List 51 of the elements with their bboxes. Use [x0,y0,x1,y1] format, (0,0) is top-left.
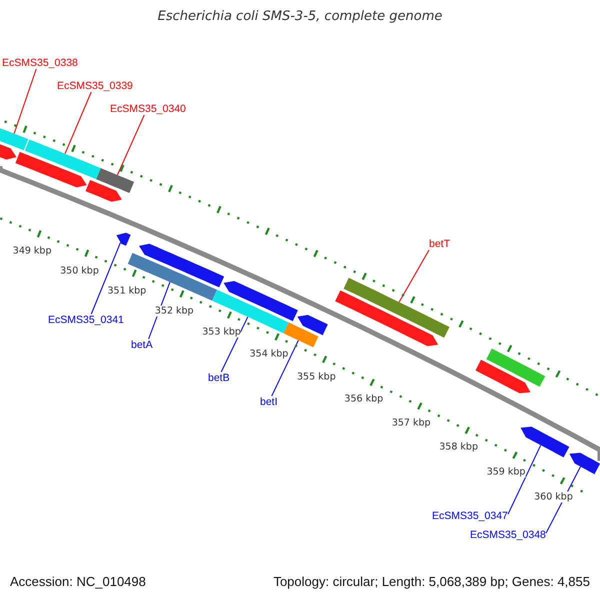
leader-line [90,242,121,314]
gene-feature [569,452,600,474]
gene-label: EcSMS35_0340 [110,103,186,115]
scale-label: 351 kbp [108,285,146,296]
gene-label: EcSMS35_0348 [470,529,546,541]
map-title: Escherichia coli SMS-3-5, complete genome [156,9,444,24]
scale-label: 354 kbp [250,348,288,360]
gene-feature [335,290,438,346]
gene-label: betI [260,396,278,408]
gene-feature [0,142,16,160]
scale-label: 359 kbp [486,466,526,478]
scale-label: 356 kbp [344,394,384,405]
leader-line [508,444,542,515]
gene-label: betB [208,372,230,384]
gene-feature [520,426,570,458]
scale-label: 353 kbp [202,326,241,338]
leader-line [271,340,299,396]
scale-label: 355 kbp [297,371,336,382]
gene-feature [15,152,87,188]
gene-feature [139,244,224,288]
gene-feature [116,232,131,246]
gene-bar [344,278,450,338]
gene-label: betT [429,238,450,250]
leader-line [14,68,37,134]
gene-bar [24,140,101,180]
gene-bar [128,252,217,301]
genome-stats-text: Topology: circular; Length: 5,068,389 bp; Genes: 4,855 [273,574,590,589]
gene-label: EcSMS35_0341 [48,314,124,326]
gene-label: EcSMS35_0339 [57,80,133,92]
gene-label: EcSMS35_0338 [2,57,78,69]
leader-line [116,114,145,176]
gene-feature [224,281,298,322]
scale-label: 358 kbp [439,442,478,453]
scale-label: 350 kbp [60,265,99,276]
gene-bar [284,322,318,348]
gene-feature [297,314,328,336]
accession-text: Accession: NC_010498 [10,574,146,589]
gene-label: betA [131,339,153,351]
gene-feature [86,180,122,202]
gene-bar [0,128,28,150]
leader-line [64,92,92,154]
scale-label: 360 kbp [534,492,573,503]
gene-bar [96,168,134,193]
scale-label: 357 kbp [392,418,431,429]
gene-feature [476,360,530,394]
leader-line [398,250,430,303]
leader-line [220,316,248,372]
scale-label: 349 kbp [12,246,52,257]
gene-bar [486,348,546,387]
scale-label: 352 kbp [154,306,194,317]
gene-label: EcSMS35_0347 [432,510,508,522]
